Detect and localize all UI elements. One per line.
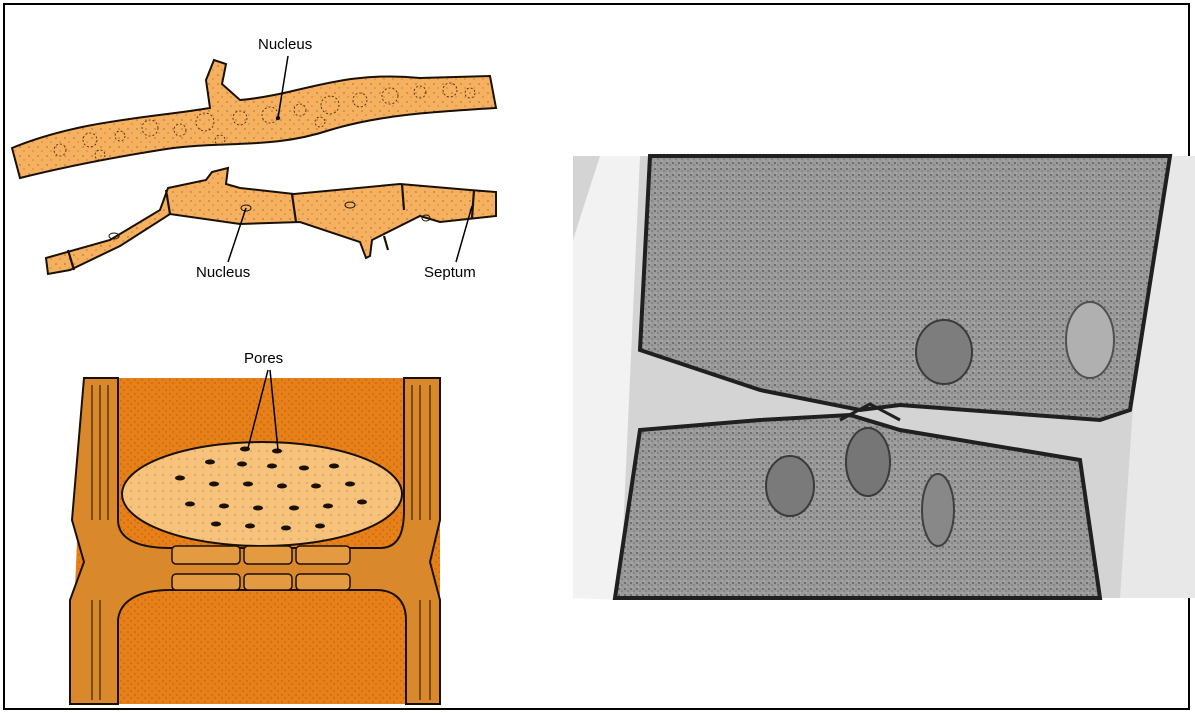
septate-hypha (46, 168, 496, 274)
septal-pore-cross-section (70, 370, 440, 704)
nucleus-label-bottom: Nucleus (196, 264, 250, 281)
pores-label: Pores (244, 350, 283, 367)
nucleus-label-top: Nucleus (258, 36, 312, 53)
aseptate-hypha (12, 56, 496, 178)
electron-micrograph (573, 156, 1195, 600)
septum-label: Septum (424, 264, 476, 281)
